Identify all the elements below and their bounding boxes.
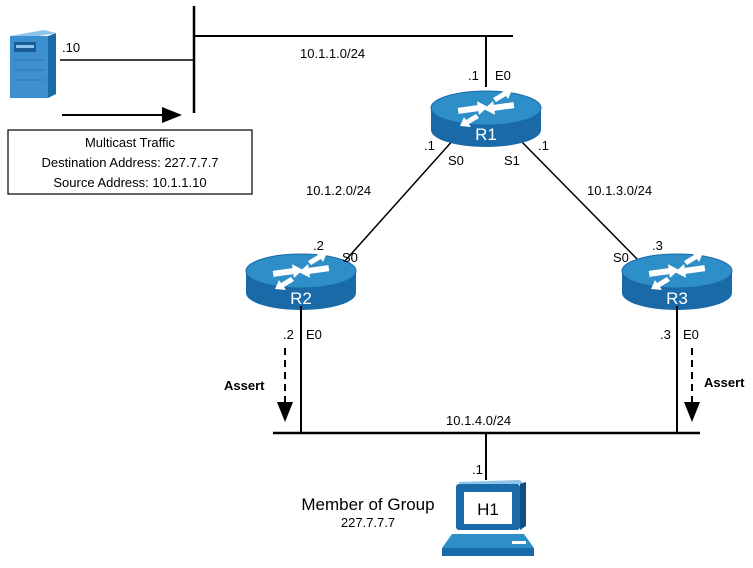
group-address-label: 227.7.7.7 — [341, 515, 395, 530]
r3-s0-addr: .3 — [652, 238, 663, 253]
r3-e0-label: E0 — [683, 327, 699, 342]
r1-e0-addr: .1 — [468, 68, 479, 83]
r3-name: R3 — [666, 289, 688, 308]
multicast-info-box: Multicast Traffic Destination Address: 2… — [7, 129, 253, 195]
r1-r3-network-label: 10.1.3.0/24 — [587, 183, 652, 198]
r2-e0-addr: .2 — [283, 327, 294, 342]
top-network-label: 10.1.1.0/24 — [300, 46, 365, 61]
r2-name: R2 — [290, 289, 312, 308]
link-r1-r3 — [517, 137, 641, 263]
r2-e0-label: E0 — [306, 327, 322, 342]
r1-s1-addr: .1 — [538, 138, 549, 153]
server-addr-label: .10 — [62, 40, 80, 55]
r1-name: R1 — [475, 125, 497, 144]
member-of-group-label: Member of Group — [301, 495, 434, 514]
info-line-3: Source Address: 10.1.1.10 — [53, 175, 206, 190]
computer-icon — [442, 480, 534, 556]
r1-e0-label: E0 — [495, 68, 511, 83]
link-r1-r2 — [343, 137, 456, 263]
r1-s1-label: S1 — [504, 153, 520, 168]
r2-s0-addr: .2 — [313, 238, 324, 253]
host-name: H1 — [477, 500, 499, 519]
r1-s0-label: S0 — [448, 153, 464, 168]
top-network-segment — [60, 6, 513, 113]
r3-e0-addr: .3 — [660, 327, 671, 342]
r1-r2-network-label: 10.1.2.0/24 — [306, 183, 371, 198]
info-line-2: Destination Address: 227.7.7.7 — [41, 155, 218, 170]
r2-s0-label: S0 — [342, 250, 358, 265]
router-r2-icon — [245, 252, 357, 310]
router-r1-icon — [430, 89, 542, 147]
r2-assert-label: Assert — [224, 378, 265, 393]
r3-assert-label: Assert — [704, 375, 745, 390]
r1-s0-addr: .1 — [424, 138, 435, 153]
router-r3-icon — [621, 252, 733, 310]
server-icon — [10, 30, 56, 98]
r3-s0-label: S0 — [613, 250, 629, 265]
bottom-network-label: 10.1.4.0/24 — [446, 413, 511, 428]
host-addr-label: .1 — [472, 462, 483, 477]
info-line-1: Multicast Traffic — [85, 135, 176, 150]
